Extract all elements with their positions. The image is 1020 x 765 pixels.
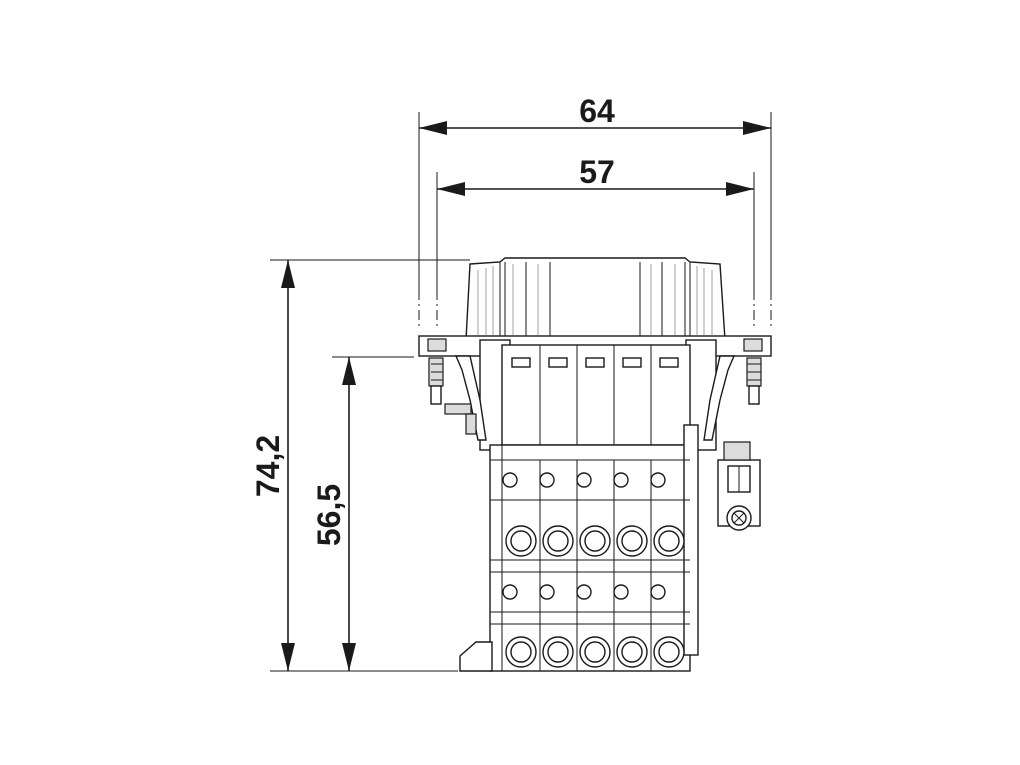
contact-eyes-row-1 (502, 472, 666, 488)
dimension-label-74-2: 74,2 (250, 435, 286, 497)
dimension-label-57: 57 (579, 154, 615, 190)
dimension-inner-width: 57 (436, 154, 755, 330)
screw-terminals-row-1 (505, 525, 685, 557)
dimension-overall-height: 74,2 (250, 259, 470, 672)
dimension-label-64: 64 (579, 93, 615, 129)
latch-right (703, 355, 736, 441)
latch-left (454, 355, 487, 441)
contact-block-upper (501, 344, 691, 446)
contact-eyes-row-2 (502, 584, 666, 600)
dimension-overall-width: 64 (418, 93, 772, 330)
dimension-label-56-5: 56,5 (311, 484, 347, 546)
screw-terminals-row-2 (505, 636, 685, 668)
flange-screw-right (746, 357, 762, 405)
dimension-body-height: 56,5 (311, 356, 414, 671)
connector-insert (418, 257, 772, 672)
flange-screw-left (428, 357, 444, 405)
top-housing (465, 257, 726, 341)
ground-clamp (717, 441, 761, 531)
